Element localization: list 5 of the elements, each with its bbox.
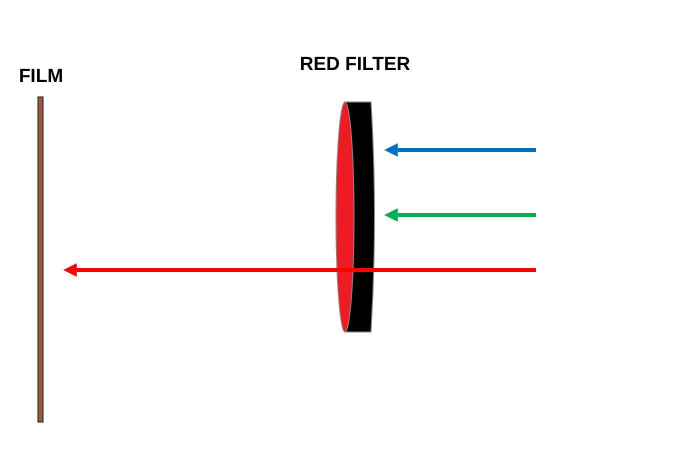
arrow [63, 263, 536, 277]
arrow [384, 143, 536, 157]
arrow [384, 208, 536, 222]
label: RED FILTER [298, 54, 412, 76]
label: FILM [18, 66, 64, 88]
